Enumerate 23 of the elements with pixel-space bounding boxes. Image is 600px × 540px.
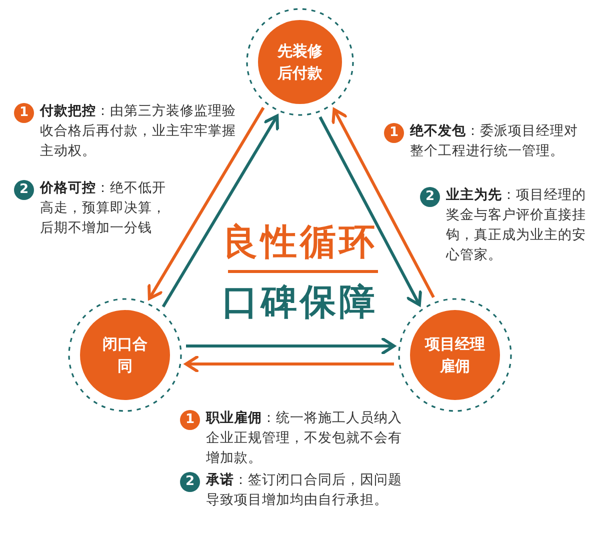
note-text: 承诺：签订闭口合同后，因问题导致项目增加均由自行承担。: [206, 471, 403, 510]
process-circle: 先装修后付款: [258, 20, 342, 104]
number-badge: 2: [180, 472, 200, 492]
note-text: 绝不发包：委派项目经理对整个工程进行统一管理。: [410, 122, 579, 161]
arrow: [332, 108, 435, 298]
arrow: [318, 116, 422, 306]
number-badge: 2: [420, 187, 440, 207]
number-badge: 2: [14, 180, 34, 200]
note-text: 职业雇佣：统一将施工人员纳入企业正规管理，不发包就不会有增加款。: [206, 409, 403, 468]
slogan-text: 良性循环: [222, 221, 378, 265]
arrow: [186, 338, 396, 354]
number-badge: 1: [384, 123, 404, 143]
note-text: 付款把控：由第三方装修监理验收合格后再付款，业主牢牢掌握主动权。: [40, 102, 237, 161]
process-circle: 项目经理雇佣: [410, 310, 500, 400]
arrow: [184, 356, 394, 372]
slogan-text: 口碑保障: [222, 281, 378, 325]
note-text: 价格可控：绝不低开高走，预算即决算，后期不增加一分钱: [40, 179, 167, 238]
arrow: [162, 114, 279, 308]
number-badge: 1: [14, 103, 34, 123]
process-circle: 闭口合同: [80, 310, 170, 400]
arrow: [148, 106, 265, 300]
note-text: 业主为先：项目经理的奖金与客户评价直接挂钩，真正成为业主的安心管家。: [446, 186, 587, 265]
number-badge: 1: [180, 410, 200, 430]
